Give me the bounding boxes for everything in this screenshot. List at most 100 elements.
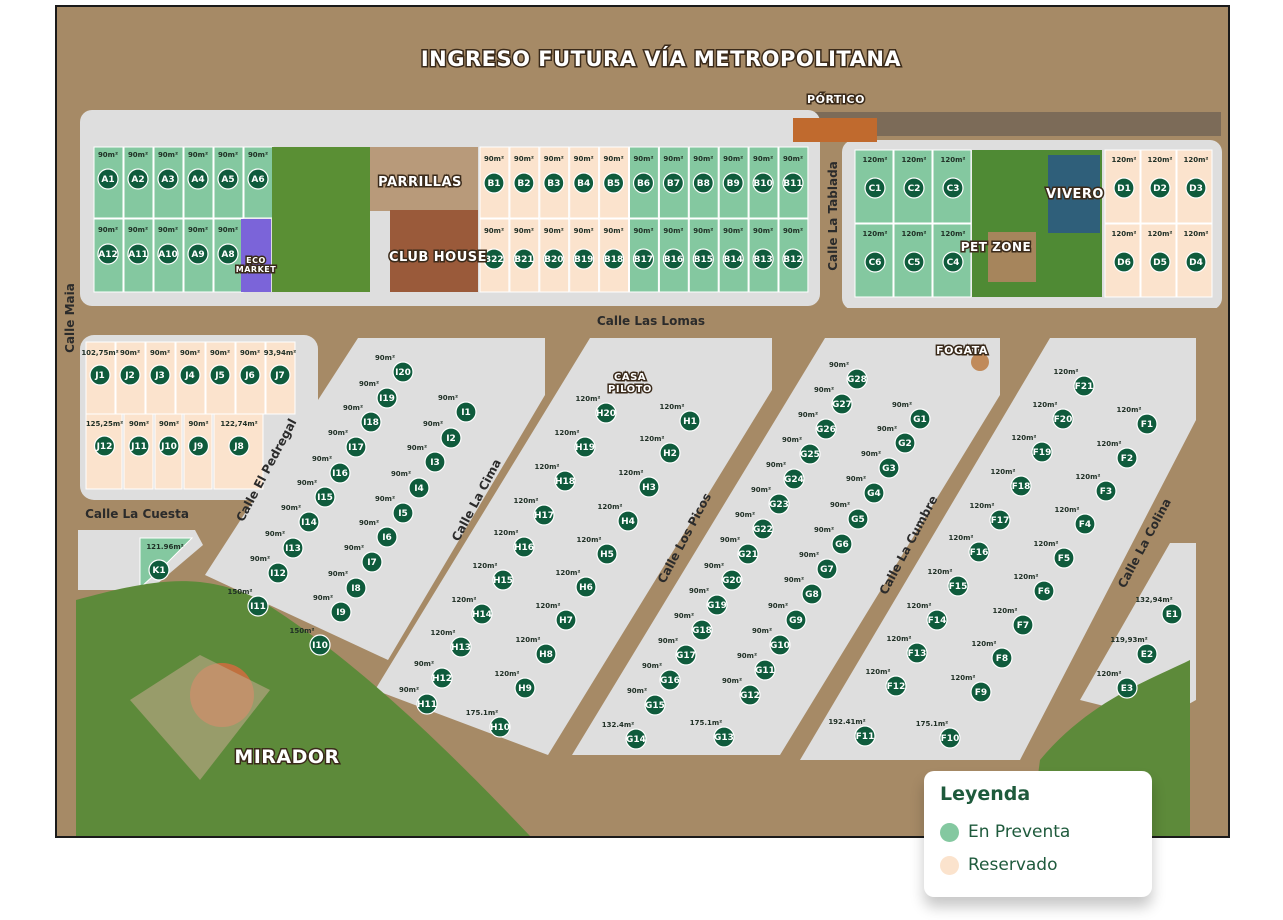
lot-h2-marker[interactable] bbox=[659, 442, 681, 464]
lot-h6-marker[interactable] bbox=[575, 576, 597, 598]
lot-b20-marker[interactable] bbox=[543, 248, 565, 270]
lot-a6-marker[interactable] bbox=[247, 168, 269, 190]
lot-e1-marker[interactable] bbox=[1161, 603, 1183, 625]
lot-g6-marker[interactable] bbox=[831, 533, 853, 555]
lot-c2-marker[interactable] bbox=[903, 177, 925, 199]
lot-i4-marker[interactable] bbox=[408, 477, 430, 499]
lot-g19-marker[interactable] bbox=[706, 594, 728, 616]
lot-a3-marker[interactable] bbox=[157, 168, 179, 190]
lot-h10-marker[interactable] bbox=[489, 716, 511, 738]
lot-h16-marker[interactable] bbox=[513, 536, 535, 558]
lot-f7-marker[interactable] bbox=[1012, 614, 1034, 636]
lot-i6-marker[interactable] bbox=[376, 526, 398, 548]
lot-a11-marker[interactable] bbox=[127, 243, 149, 265]
lot-i3-marker[interactable] bbox=[424, 451, 446, 473]
lot-b9-marker[interactable] bbox=[722, 172, 744, 194]
lot-g18-marker[interactable] bbox=[691, 619, 713, 641]
lot-a12-marker[interactable] bbox=[97, 243, 119, 265]
lot-c6-marker[interactable] bbox=[864, 251, 886, 273]
lot-i17-marker[interactable] bbox=[345, 436, 367, 458]
lot-g24-marker[interactable] bbox=[783, 468, 805, 490]
lot-h18-marker[interactable] bbox=[554, 470, 576, 492]
lot-j4-marker[interactable] bbox=[179, 364, 201, 386]
lot-h14-marker[interactable] bbox=[471, 603, 493, 625]
lot-b11-marker[interactable] bbox=[782, 172, 804, 194]
lot-c1-marker[interactable] bbox=[864, 177, 886, 199]
lot-h9-marker[interactable] bbox=[514, 677, 536, 699]
lot-g16-marker[interactable] bbox=[659, 669, 681, 691]
lot-i11-marker[interactable] bbox=[247, 595, 269, 617]
lot-f14-marker[interactable] bbox=[926, 609, 948, 631]
lot-i20-marker[interactable] bbox=[392, 361, 414, 383]
lot-b12-marker[interactable] bbox=[782, 248, 804, 270]
lot-g7-marker[interactable] bbox=[816, 558, 838, 580]
lot-f10-marker[interactable] bbox=[939, 727, 961, 749]
lot-h15-marker[interactable] bbox=[492, 569, 514, 591]
lot-j9-marker[interactable] bbox=[187, 435, 210, 457]
lot-f3-marker[interactable] bbox=[1095, 480, 1117, 502]
lot-b22-marker[interactable] bbox=[483, 248, 505, 270]
lot-f5-marker[interactable] bbox=[1053, 547, 1075, 569]
lot-i12-marker[interactable] bbox=[267, 562, 289, 584]
lot-d6-marker[interactable] bbox=[1113, 251, 1135, 273]
lot-b6-marker[interactable] bbox=[632, 172, 655, 194]
lot-b7-marker[interactable] bbox=[662, 172, 685, 194]
lot-h19-marker[interactable] bbox=[574, 436, 596, 458]
lot-f2-marker[interactable] bbox=[1116, 447, 1138, 469]
lot-c3-marker[interactable] bbox=[942, 177, 964, 199]
lot-j5-marker[interactable] bbox=[209, 364, 231, 386]
lot-j3-marker[interactable] bbox=[149, 364, 171, 386]
lot-g8-marker[interactable] bbox=[801, 583, 823, 605]
lot-h8-marker[interactable] bbox=[535, 643, 557, 665]
lot-g13-marker[interactable] bbox=[713, 726, 735, 748]
lot-f8-marker[interactable] bbox=[991, 647, 1013, 669]
lot-g1-marker[interactable] bbox=[909, 408, 931, 430]
lot-g20-marker[interactable] bbox=[721, 569, 743, 591]
lot-d1-marker[interactable] bbox=[1113, 177, 1135, 199]
lot-g14-marker[interactable] bbox=[625, 728, 647, 750]
lot-j1-marker[interactable] bbox=[89, 364, 111, 386]
lot-f9-marker[interactable] bbox=[970, 681, 992, 703]
lot-i16-marker[interactable] bbox=[329, 462, 351, 484]
lot-h7-marker[interactable] bbox=[555, 609, 577, 631]
lot-a10-marker[interactable] bbox=[157, 243, 179, 265]
lot-b3-marker[interactable] bbox=[543, 172, 565, 194]
lot-b17-marker[interactable] bbox=[632, 248, 655, 270]
lot-i2-marker[interactable] bbox=[440, 427, 462, 449]
lot-h4-marker[interactable] bbox=[617, 510, 639, 532]
lot-c5-marker[interactable] bbox=[903, 251, 925, 273]
lot-b8-marker[interactable] bbox=[692, 172, 714, 194]
lot-g4-marker[interactable] bbox=[863, 482, 885, 504]
lot-j10-marker[interactable] bbox=[158, 435, 180, 457]
lot-b14-marker[interactable] bbox=[722, 248, 744, 270]
lot-a8-marker[interactable] bbox=[217, 243, 239, 265]
lot-f20-marker[interactable] bbox=[1052, 408, 1074, 430]
lot-i10-marker[interactable] bbox=[309, 634, 331, 656]
lot-a2-marker[interactable] bbox=[127, 168, 149, 190]
lot-d3-marker[interactable] bbox=[1185, 177, 1207, 199]
lot-g21-marker[interactable] bbox=[737, 543, 759, 565]
lot-h20-marker[interactable] bbox=[595, 402, 617, 424]
lot-j2-marker[interactable] bbox=[119, 364, 141, 386]
lot-g9-marker[interactable] bbox=[785, 609, 807, 631]
lot-g26-marker[interactable] bbox=[815, 418, 837, 440]
lot-h13-marker[interactable] bbox=[450, 636, 472, 658]
lot-b2-marker[interactable] bbox=[513, 172, 535, 194]
lot-a1-marker[interactable] bbox=[97, 168, 119, 190]
lot-g17-marker[interactable] bbox=[675, 644, 697, 666]
lot-i15-marker[interactable] bbox=[314, 486, 336, 508]
lot-h3-marker[interactable] bbox=[638, 476, 660, 498]
lot-i18-marker[interactable] bbox=[360, 411, 382, 433]
lot-h1-marker[interactable] bbox=[679, 410, 701, 432]
lot-e2-marker[interactable] bbox=[1136, 643, 1158, 665]
lot-i13-marker[interactable] bbox=[282, 537, 304, 559]
lot-g23-marker[interactable] bbox=[768, 493, 790, 515]
lot-i14-marker[interactable] bbox=[298, 511, 320, 533]
lot-i8-marker[interactable] bbox=[345, 577, 367, 599]
lot-a9-marker[interactable] bbox=[187, 243, 209, 265]
lot-b5-marker[interactable] bbox=[602, 172, 625, 194]
lot-d2-marker[interactable] bbox=[1149, 177, 1171, 199]
lot-f6-marker[interactable] bbox=[1033, 580, 1055, 602]
lot-j11-marker[interactable] bbox=[128, 435, 150, 457]
lot-f1-marker[interactable] bbox=[1136, 413, 1158, 435]
